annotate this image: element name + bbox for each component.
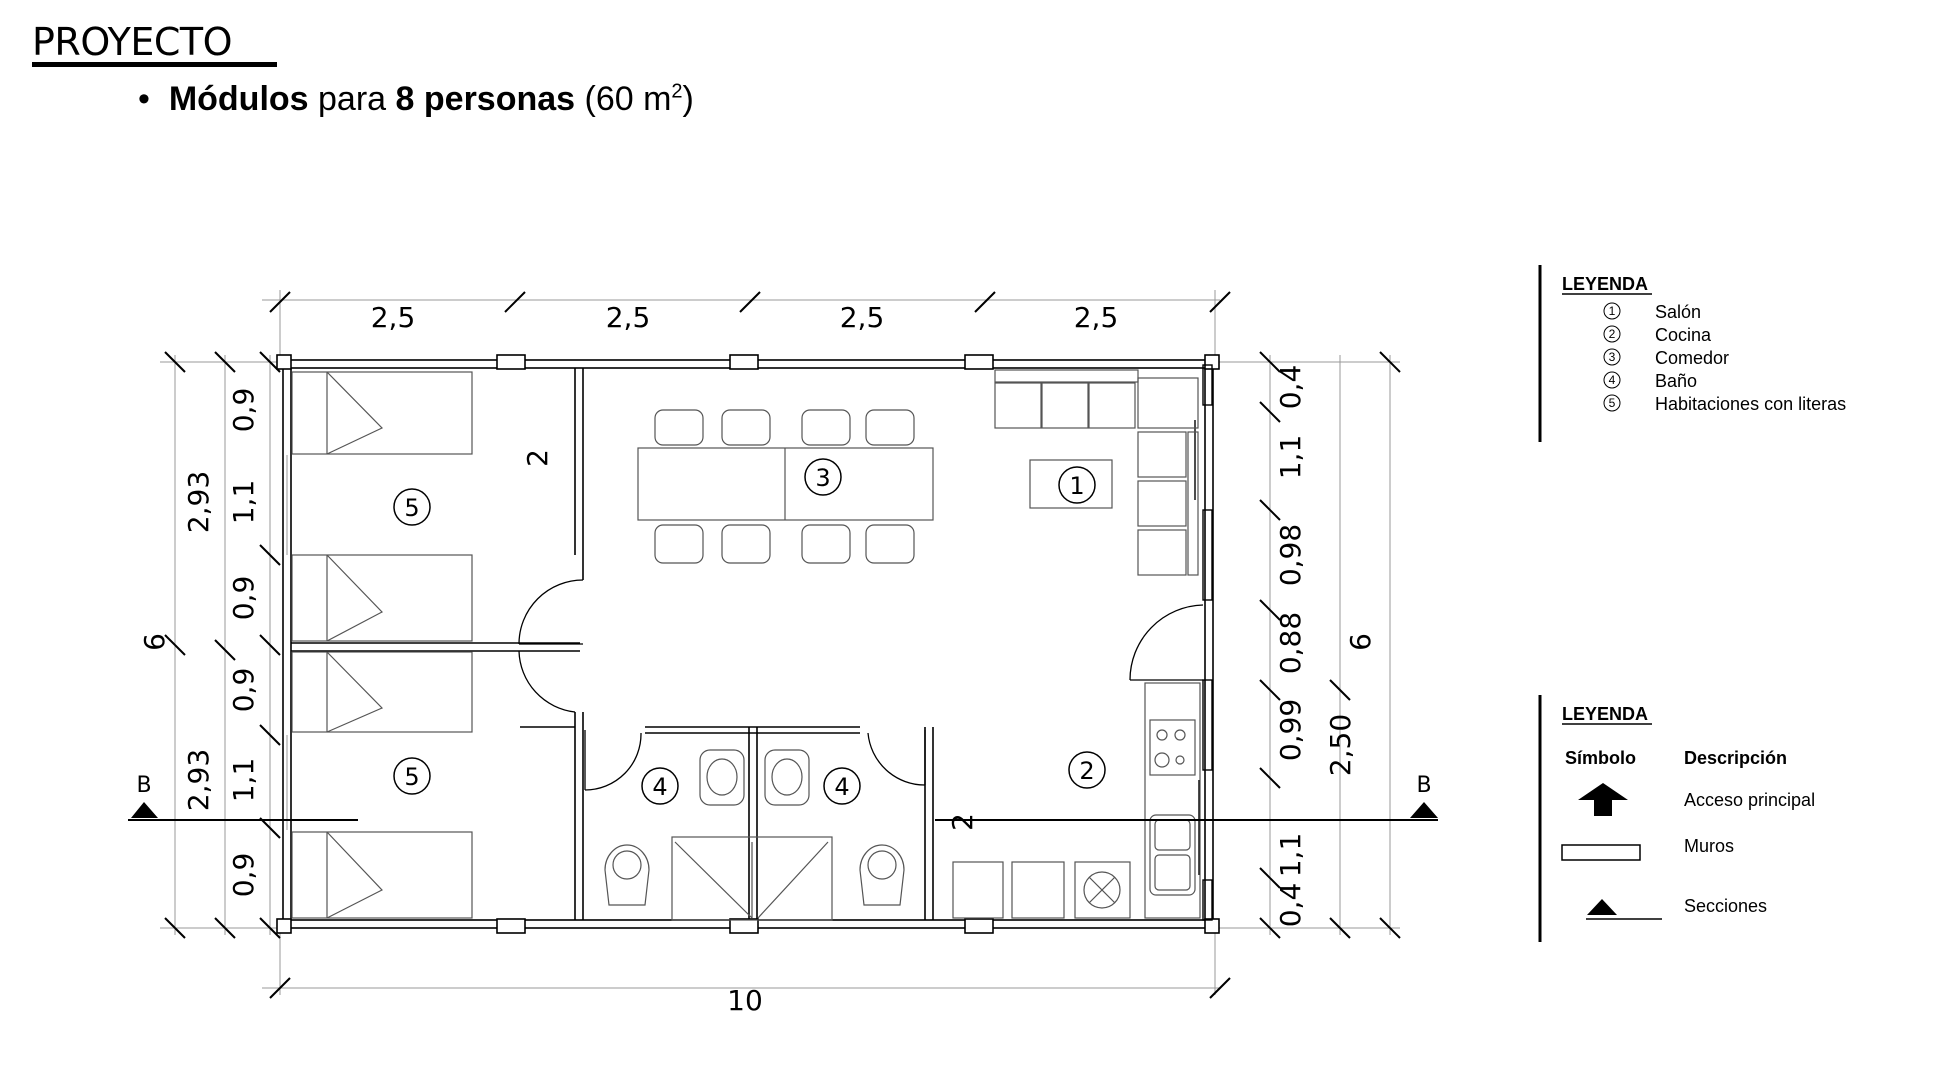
dim-right-inner-5: 0,99	[1274, 699, 1307, 761]
dim-left-inner-5: 1,1	[227, 758, 260, 803]
legend-muros: Muros	[1684, 836, 1734, 856]
legend-rooms-title: LEYENDA	[1562, 274, 1648, 294]
legend-num-2: 2	[1609, 327, 1616, 341]
legend-symbols: LEYENDA Símbolo Descripción Acceso princ…	[1538, 695, 1815, 942]
dim-top-4: 2,5	[1074, 301, 1119, 334]
legend-secciones: Secciones	[1684, 896, 1767, 916]
legend-symbols-title: LEYENDA	[1562, 704, 1648, 724]
dim-left-inner-4: 0,9	[227, 668, 260, 713]
dining-table	[637, 409, 934, 564]
legend-col-symbol: Símbolo	[1565, 748, 1636, 768]
legend-item-bano: Baño	[1655, 371, 1697, 391]
section-label-right: B	[1416, 773, 1431, 798]
dim-left-mid-2: 2,93	[182, 749, 215, 811]
sofa	[994, 369, 1199, 576]
section-label-left: B	[136, 773, 151, 798]
page-title: PROYECTO	[32, 20, 233, 64]
subtitle-area: (60 m	[575, 80, 672, 118]
dim-left-inner-1: 0,9	[227, 388, 260, 433]
subtitle-sup: 2	[671, 80, 683, 103]
dim-right-inner-1: 0,4	[1274, 365, 1307, 410]
subtitle-modules: Módulos	[168, 80, 309, 118]
dim-right-inner-3: 0,98	[1274, 524, 1307, 586]
dim-left-inner-2: 1,1	[227, 480, 260, 525]
legend-item-salon: Salón	[1655, 302, 1701, 322]
legend-item-comedor: Comedor	[1655, 348, 1729, 368]
bathroom-fixtures	[604, 749, 905, 921]
section-triangle-icon	[1587, 899, 1617, 915]
dim-left-mid-1: 2,93	[182, 471, 215, 533]
dim-right-mid: 2,50	[1324, 714, 1357, 776]
dim-left-total: 6	[138, 633, 171, 651]
room-number-comedor: 3	[815, 464, 830, 492]
legend-num-3: 3	[1609, 350, 1616, 364]
dim-left-inner-3: 0,9	[227, 576, 260, 621]
subtitle-persons: 8 personas	[395, 80, 576, 118]
legend-num-1: 1	[1609, 304, 1616, 318]
dim-right-total: 6	[1344, 633, 1377, 651]
legend-num-4: 4	[1609, 373, 1616, 387]
chairs-top	[654, 409, 915, 446]
legend-rooms: LEYENDA 1 2 3 4 5 Salón Cocina Comedor B…	[1538, 265, 1846, 442]
dim-top-3: 2,5	[840, 301, 885, 334]
dim-right-inner-7: 0,4	[1274, 883, 1307, 928]
legend-acceso-principal: Acceso principal	[1684, 790, 1815, 810]
dim-interior-corridor: 2	[521, 449, 554, 467]
subtitle: • Módulos para 8 personas (60 m2)	[138, 80, 694, 119]
subtitle-para: para	[308, 80, 396, 118]
legend-item-habitaciones: Habitaciones con literas	[1655, 394, 1846, 414]
title-underline	[32, 62, 277, 67]
room-number-habitacion-bottom: 5	[404, 763, 419, 791]
room-number-bano-right: 4	[834, 773, 849, 801]
legend-num-5: 5	[1609, 396, 1616, 410]
bunk-beds	[291, 371, 473, 919]
section-triangle-right	[1410, 802, 1438, 818]
kitchen	[952, 682, 1201, 919]
dim-interior-kitchen: 2	[946, 813, 979, 831]
dim-bottom-total: 10	[727, 984, 763, 1017]
dim-right-inner-2: 1,1	[1274, 435, 1307, 480]
room-number-habitacion-top: 5	[404, 494, 419, 522]
dim-top-2: 2,5	[606, 301, 651, 334]
arrow-up-icon	[1578, 783, 1628, 816]
wall-columns	[276, 354, 1220, 934]
subtitle-close: )	[682, 80, 694, 118]
room-number-cocina: 2	[1079, 757, 1094, 785]
dim-right-inner-6: 1,1	[1274, 833, 1307, 878]
section-triangle-left	[131, 802, 158, 818]
bullet: •	[138, 80, 150, 118]
legend-item-cocina: Cocina	[1655, 325, 1712, 345]
wall-rect-icon	[1561, 844, 1641, 861]
dim-right-inner-4: 0,88	[1274, 612, 1307, 674]
room-number-bano-left: 4	[652, 773, 667, 801]
room-number-salon: 1	[1069, 472, 1084, 500]
dim-top-1: 2,5	[371, 301, 416, 334]
dim-left-inner-6: 0,9	[227, 853, 260, 898]
legend-col-desc: Descripción	[1684, 748, 1787, 768]
chairs-bottom	[654, 524, 915, 564]
